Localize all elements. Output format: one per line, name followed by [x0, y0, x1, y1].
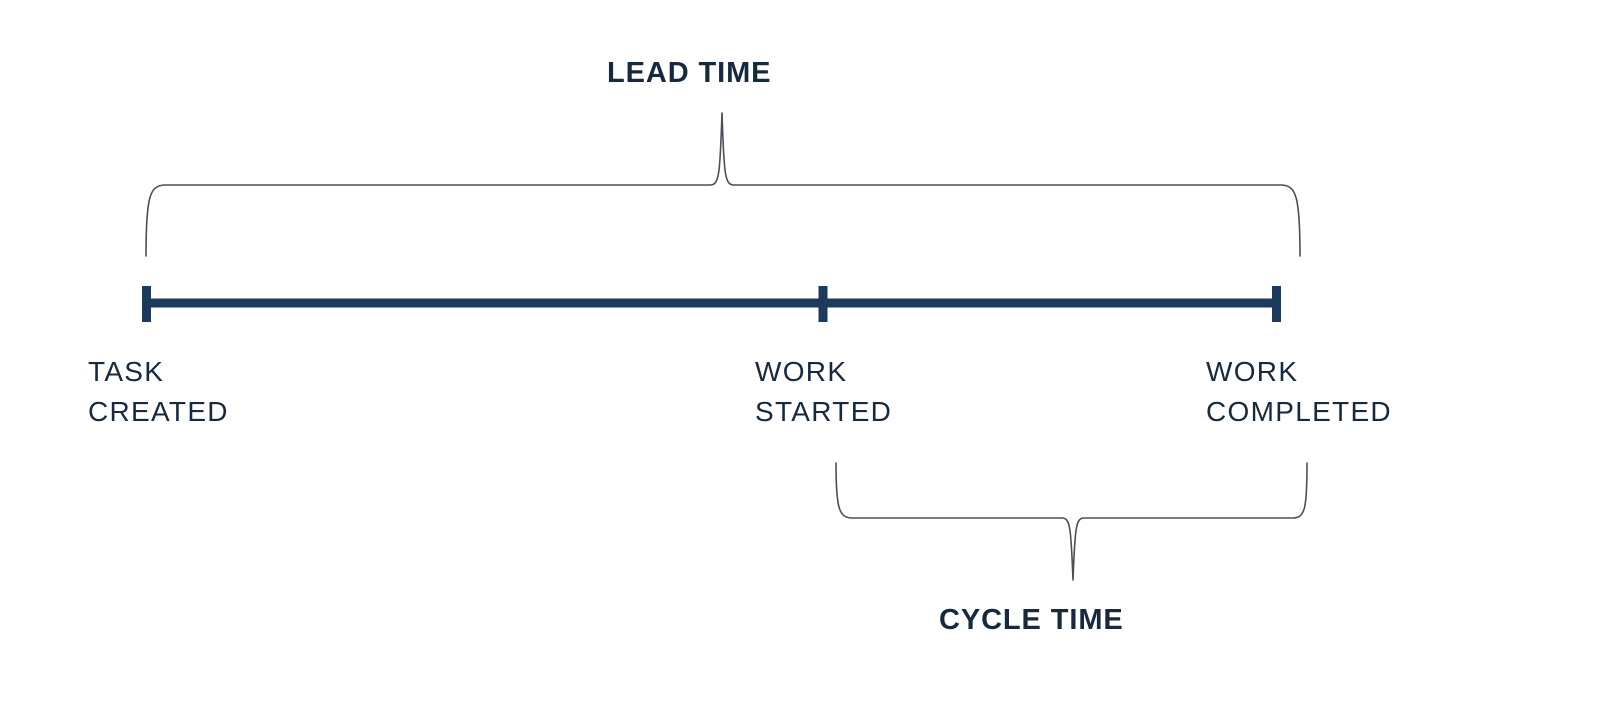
lead-time-label: LEAD TIME [607, 57, 772, 89]
milestone-label-work-started: WORK STARTED [755, 356, 893, 427]
milestone-label-task-created: TASK CREATED [88, 356, 229, 427]
cycle-time-label: CYCLE TIME [939, 604, 1124, 636]
milestone-label-work-completed: WORK COMPLETED [1206, 356, 1392, 427]
cycle-time-brace [835, 462, 1308, 581]
lead-time-brace [145, 112, 1301, 257]
